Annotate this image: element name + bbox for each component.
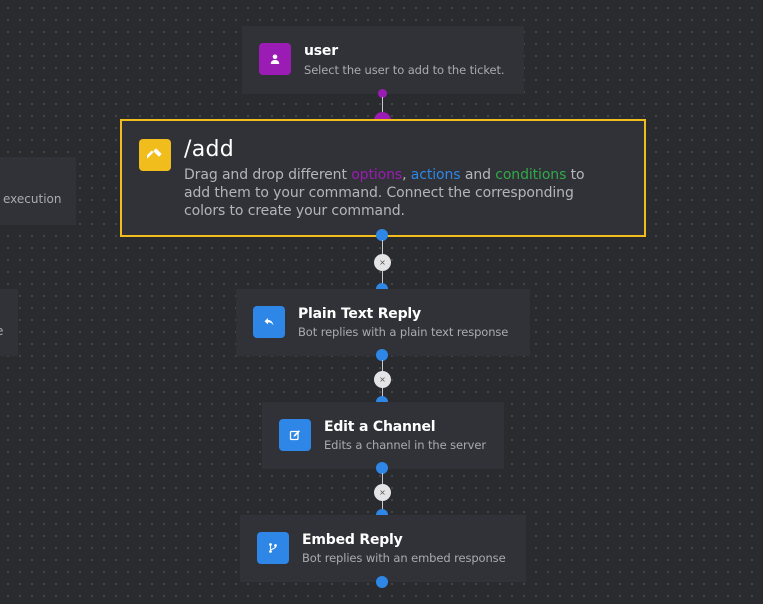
actions-keyword: actions: [410, 167, 461, 183]
hammer-icon: [139, 139, 171, 171]
action-2-title: Edit a Channel: [324, 419, 436, 435]
option-node-description: Select the user to add to the ticket.: [304, 63, 505, 77]
command-description-part1: Drag and drop different: [184, 167, 352, 183]
command-node[interactable]: /add Drag and drop different options, ac…: [120, 119, 646, 237]
action-3-description: Bot replies with an embed response: [302, 551, 506, 565]
action-3-output-connector[interactable]: [376, 576, 388, 588]
option-node-user[interactable]: user Select the user to add to the ticke…: [242, 26, 524, 94]
action-2-output-connector[interactable]: [376, 462, 388, 474]
command-title: /add: [184, 137, 235, 162]
command-output-connector[interactable]: [376, 229, 388, 241]
partial-node-1-label: execution: [3, 192, 62, 206]
user-icon: [259, 43, 291, 75]
remove-connection-button-3[interactable]: ×: [374, 484, 391, 501]
options-keyword: options: [351, 167, 403, 183]
command-description-and: and: [460, 167, 496, 183]
action-2-description: Edits a channel in the server: [324, 438, 486, 452]
remove-connection-button-1[interactable]: ×: [374, 254, 391, 271]
partial-node-2-label: e: [0, 324, 3, 338]
reply-icon: [253, 306, 285, 338]
edit-icon: [279, 419, 311, 451]
conditions-keyword: conditions: [495, 167, 567, 183]
branch-icon: [257, 532, 289, 564]
action-node-plain-text-reply[interactable]: Plain Text Reply Bot replies with a plai…: [236, 289, 530, 356]
action-node-edit-a-channel[interactable]: Edit a Channel Edits a channel in the se…: [262, 402, 504, 469]
partial-node-2[interactable]: e: [0, 289, 18, 356]
command-description-part2: to add them to your command. Connect the…: [184, 167, 585, 219]
remove-connection-button-2[interactable]: ×: [374, 371, 391, 388]
action-1-title: Plain Text Reply: [298, 306, 421, 322]
option-connection-line: [382, 97, 383, 114]
action-1-output-connector[interactable]: [376, 349, 388, 361]
command-description: Drag and drop different options, actions…: [184, 166, 614, 220]
action-node-embed-reply[interactable]: Embed Reply Bot replies with an embed re…: [240, 515, 526, 582]
partial-node-1[interactable]: execution: [0, 157, 76, 225]
action-3-title: Embed Reply: [302, 532, 403, 548]
option-output-connector[interactable]: [378, 89, 387, 98]
option-node-title: user: [304, 43, 338, 59]
action-1-description: Bot replies with a plain text response: [298, 325, 509, 339]
command-description-comma: ,: [402, 167, 411, 183]
